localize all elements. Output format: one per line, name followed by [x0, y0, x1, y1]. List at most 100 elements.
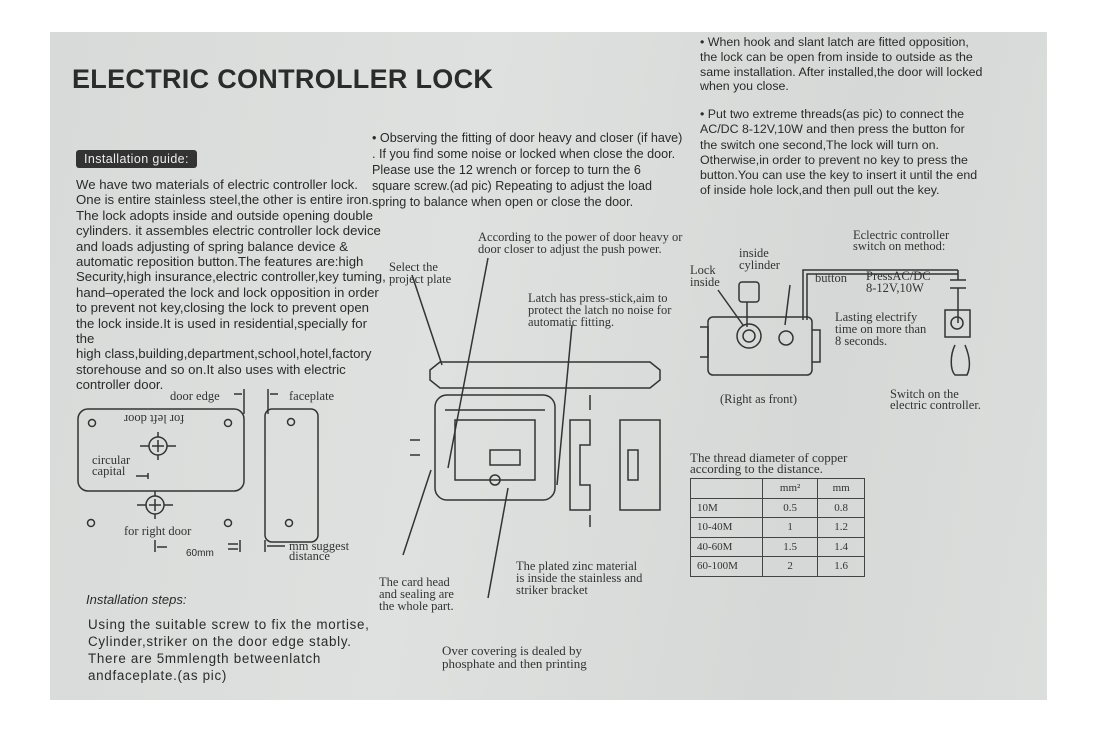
text-line: to prevent not key,closing the lock to p… — [76, 300, 369, 316]
bullet-threads: • Put two extreme threads(as pic) to con… — [700, 107, 977, 199]
table-cell: 1.6 — [817, 556, 865, 577]
text-line: Using the suitable screw to fix the mort… — [88, 617, 370, 632]
text-line: Otherwise,in order to prevent no key to … — [700, 152, 968, 167]
text-line: Please use the 12 wrench or forcep to tu… — [372, 163, 641, 177]
table-cell: 0.5 — [761, 497, 819, 518]
text-line: PressAC/DC — [866, 269, 931, 283]
text-line: Select the — [389, 260, 438, 274]
label-button: button — [815, 271, 847, 285]
steps-heading: Installation steps: — [86, 592, 187, 607]
text-line: • When hook and slant latch are fitted o… — [700, 35, 969, 49]
table-cell: 1.5 — [761, 536, 819, 557]
text-line: 8 seconds. — [835, 334, 888, 348]
text-line: Over covering is dealed by — [442, 643, 583, 658]
text-line: striker bracket — [516, 583, 588, 597]
label-60mm: 60mm — [186, 548, 214, 559]
text-line: the lock inside.It is used in residentia… — [76, 315, 368, 347]
switch-method-drawing — [700, 269, 971, 376]
text-line: Lasting electrify — [835, 310, 918, 324]
text-line: inside — [739, 246, 769, 260]
text-line: project plate — [389, 272, 452, 286]
text-line: according to the distance. — [690, 461, 823, 476]
text-line: storehouse and so on.It also uses with e… — [76, 361, 346, 377]
text-line: andfaceplate.(as pic) — [88, 668, 228, 683]
text-line: switch on method: — [853, 239, 946, 253]
table-cell: 1.2 — [817, 517, 865, 538]
text-line: cylinders. it assembles electric control… — [76, 223, 381, 239]
text-line: Latch has press-stick,aim to — [528, 291, 668, 305]
text-line: is inside the stainless and — [516, 571, 643, 585]
table-cell: 2 — [761, 556, 819, 577]
table-cell: mm² — [761, 478, 819, 499]
label-circular: circular — [92, 453, 131, 467]
page-title: ELECTRIC CONTROLLER LOCK — [72, 64, 494, 94]
text-line: Switch on the — [890, 387, 959, 401]
table-cell: mm — [817, 478, 865, 499]
label-faceplate: faceplate — [289, 389, 335, 403]
text-line: The thread diameter of copper — [690, 450, 848, 465]
text-line: inside — [690, 275, 720, 289]
text-line: cylinder — [739, 258, 780, 272]
text-line: . If you find some noise or locked when … — [372, 147, 676, 161]
text-line: controller door. — [76, 377, 164, 393]
text-line: The lock adopts inside and outside openi… — [76, 207, 373, 223]
text-line: of inside hole lock,and then pull out th… — [700, 183, 940, 198]
text-line: and sealing are — [379, 587, 454, 601]
bullet-hook-latch: • When hook and slant latch are fitted o… — [700, 35, 982, 94]
text-line: and loads adjusting of spring balance de… — [76, 238, 348, 254]
label-right-door: for right door — [124, 524, 192, 538]
text-line: 8-12V,10W — [866, 281, 924, 295]
instruction-sheet — [50, 32, 1047, 700]
text-line: electric controller. — [890, 398, 981, 412]
table-cell: 10-40M — [690, 517, 763, 538]
text-line: door closer to adjust the push power. — [478, 242, 662, 256]
text-line: automatic fitting. — [528, 315, 615, 329]
text-line: There are 5mmlength betweenlatch — [88, 651, 322, 666]
text-line: protect the latch no noise for — [528, 303, 672, 317]
steps-text: Using the suitable screw to fix the mort… — [88, 616, 370, 684]
text-line: We have two materials of electric contro… — [76, 177, 358, 192]
exploded-lock-drawing — [402, 257, 661, 599]
bullet-door-closer: • Observing the fitting of door heavy an… — [372, 130, 682, 210]
guide-paragraph: We have two materials of electric contro… — [76, 177, 386, 393]
text-line: Lock — [690, 263, 716, 277]
table-cell — [690, 478, 763, 499]
text-line: button.You can use the key to insert it … — [700, 168, 978, 183]
text-line: Cylinder,striker on the door edge stably… — [88, 634, 352, 649]
text-line: hand–operated the lock and lock oppositi… — [76, 284, 379, 300]
table-cell: 10M — [690, 497, 763, 518]
text-line: spring to balance when open or close the… — [372, 195, 634, 209]
text-line: One is entire stainless steel,the other … — [76, 192, 373, 208]
label-left-door: for left door — [124, 412, 185, 426]
text-line: phosphate and then printing — [442, 656, 587, 671]
text-line: the lock can be open from inside to outs… — [700, 49, 973, 64]
text-line: According to the power of door heavy or — [478, 230, 683, 244]
door-plate-drawing — [77, 389, 319, 552]
text-line: high class,building,department,school,ho… — [76, 346, 372, 362]
table-cell: 1.4 — [817, 536, 865, 557]
text-line: AC/DC 8-12V,10W and then press the butto… — [700, 122, 965, 137]
text-line: the whole part. — [379, 599, 454, 613]
table-cell: 60-100M — [690, 556, 763, 577]
text-line: when you close. — [700, 79, 789, 94]
label-door-edge: door edge — [170, 389, 220, 403]
